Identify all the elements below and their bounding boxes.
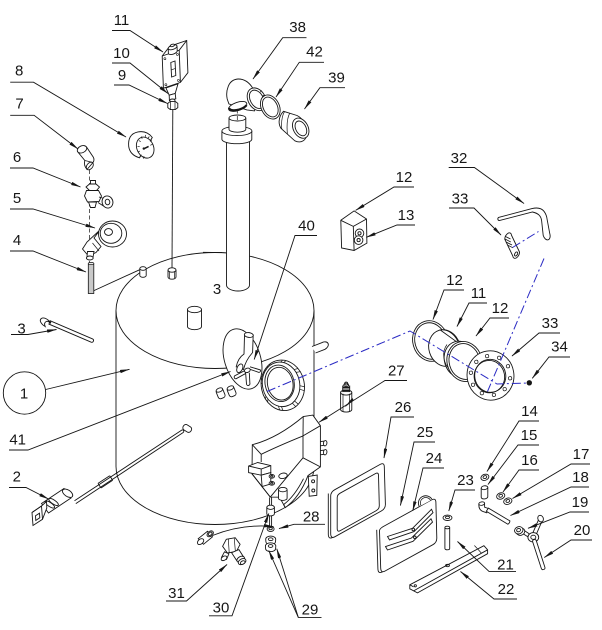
svg-text:31: 31 [168, 585, 185, 602]
svg-text:33: 33 [542, 315, 559, 332]
svg-text:25: 25 [417, 424, 434, 441]
svg-text:29: 29 [302, 602, 319, 619]
svg-text:26: 26 [395, 399, 412, 416]
svg-text:9: 9 [118, 67, 126, 84]
svg-text:3: 3 [17, 321, 25, 338]
svg-text:16: 16 [521, 452, 538, 469]
svg-text:12: 12 [396, 169, 413, 186]
svg-text:33: 33 [452, 191, 469, 208]
svg-text:28: 28 [303, 509, 320, 526]
svg-text:12: 12 [492, 300, 509, 317]
svg-text:5: 5 [13, 190, 21, 207]
svg-text:20: 20 [574, 522, 591, 539]
svg-text:1: 1 [20, 386, 28, 403]
svg-text:13: 13 [398, 207, 415, 224]
svg-text:17: 17 [573, 446, 590, 463]
svg-text:27: 27 [388, 363, 405, 380]
svg-text:6: 6 [13, 149, 21, 166]
svg-text:15: 15 [521, 427, 538, 444]
svg-text:7: 7 [15, 96, 23, 113]
svg-text:34: 34 [551, 339, 568, 356]
svg-text:4: 4 [13, 232, 21, 249]
svg-text:11: 11 [114, 12, 130, 29]
svg-text:10: 10 [113, 45, 130, 62]
svg-text:40: 40 [298, 218, 315, 235]
svg-text:14: 14 [521, 403, 538, 420]
svg-text:22: 22 [498, 581, 515, 598]
svg-text:32: 32 [451, 150, 468, 167]
svg-text:2: 2 [13, 469, 21, 486]
svg-text:8: 8 [15, 63, 23, 80]
svg-text:41: 41 [9, 432, 26, 449]
svg-text:3: 3 [213, 281, 221, 298]
svg-text:21: 21 [497, 557, 514, 574]
svg-text:11: 11 [471, 285, 487, 302]
svg-text:39: 39 [328, 70, 345, 87]
svg-text:30: 30 [213, 600, 230, 617]
svg-text:24: 24 [426, 450, 443, 467]
svg-text:12: 12 [446, 272, 463, 289]
svg-text:19: 19 [572, 494, 589, 511]
svg-text:18: 18 [572, 469, 589, 486]
svg-text:23: 23 [457, 472, 474, 489]
svg-text:38: 38 [289, 19, 306, 36]
svg-text:42: 42 [306, 44, 323, 61]
